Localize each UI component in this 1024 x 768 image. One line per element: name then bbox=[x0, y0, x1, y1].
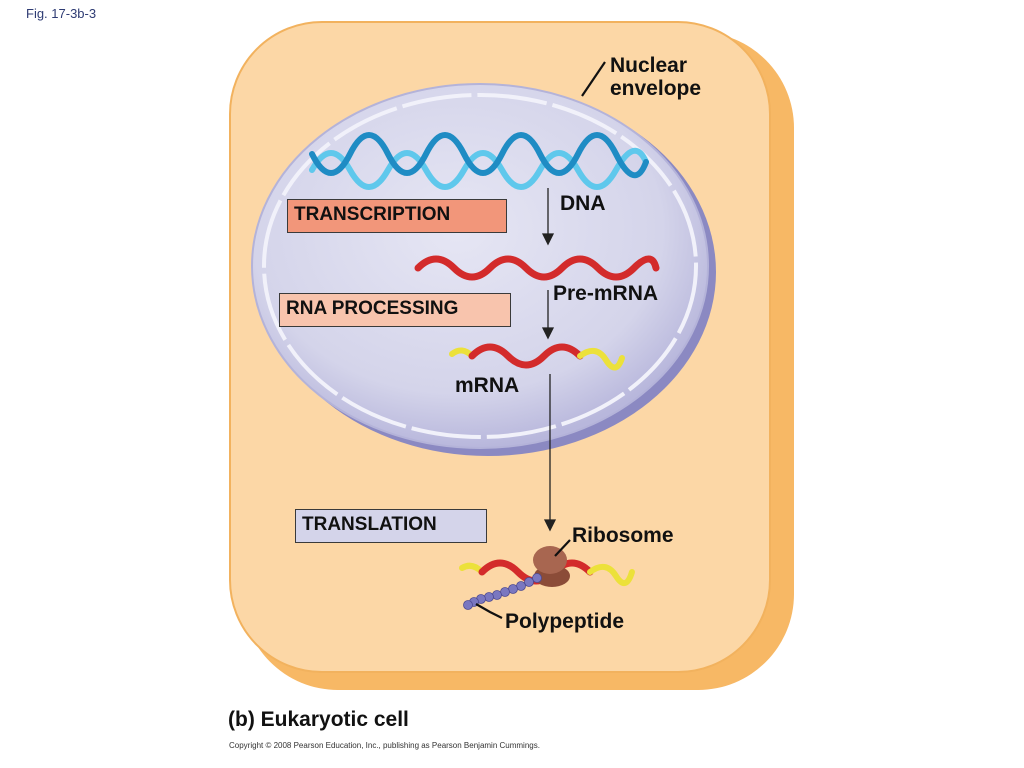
pre-mrna-label: Pre-mRNA bbox=[553, 282, 659, 305]
nuclear-envelope-label-line1: Nuclear bbox=[610, 54, 688, 77]
nuclear-envelope-inner bbox=[262, 93, 698, 439]
transcription-box: TRANSCRIPTION bbox=[287, 199, 507, 233]
ribosome-label: Ribosome bbox=[572, 524, 674, 547]
figure-label: Fig. 17-3b-3 bbox=[26, 6, 97, 21]
nucleus bbox=[251, 83, 709, 449]
nuclear-envelope-label: Nuclear envelope bbox=[610, 54, 701, 100]
polypeptide-chain bbox=[463, 573, 542, 610]
nuclear-envelope-label-line2: envelope bbox=[610, 77, 702, 101]
copyright-notice: Copyright © 2008 Pearson Education, Inc.… bbox=[229, 741, 540, 750]
dna-label: DNA bbox=[560, 192, 606, 215]
polypeptide-label: Polypeptide bbox=[505, 610, 625, 633]
rna-processing-box: RNA PROCESSING bbox=[279, 293, 511, 327]
figure-caption: (b) Eukaryotic cell bbox=[228, 708, 409, 731]
translation-box: TRANSLATION bbox=[295, 509, 487, 543]
mrna-strand bbox=[449, 343, 625, 371]
dna-helix bbox=[309, 132, 649, 190]
mrna-label: mRNA bbox=[455, 374, 520, 397]
leader-lines bbox=[475, 61, 606, 619]
flow-arrows bbox=[541, 188, 557, 532]
pre-mrna-strand bbox=[414, 255, 660, 281]
